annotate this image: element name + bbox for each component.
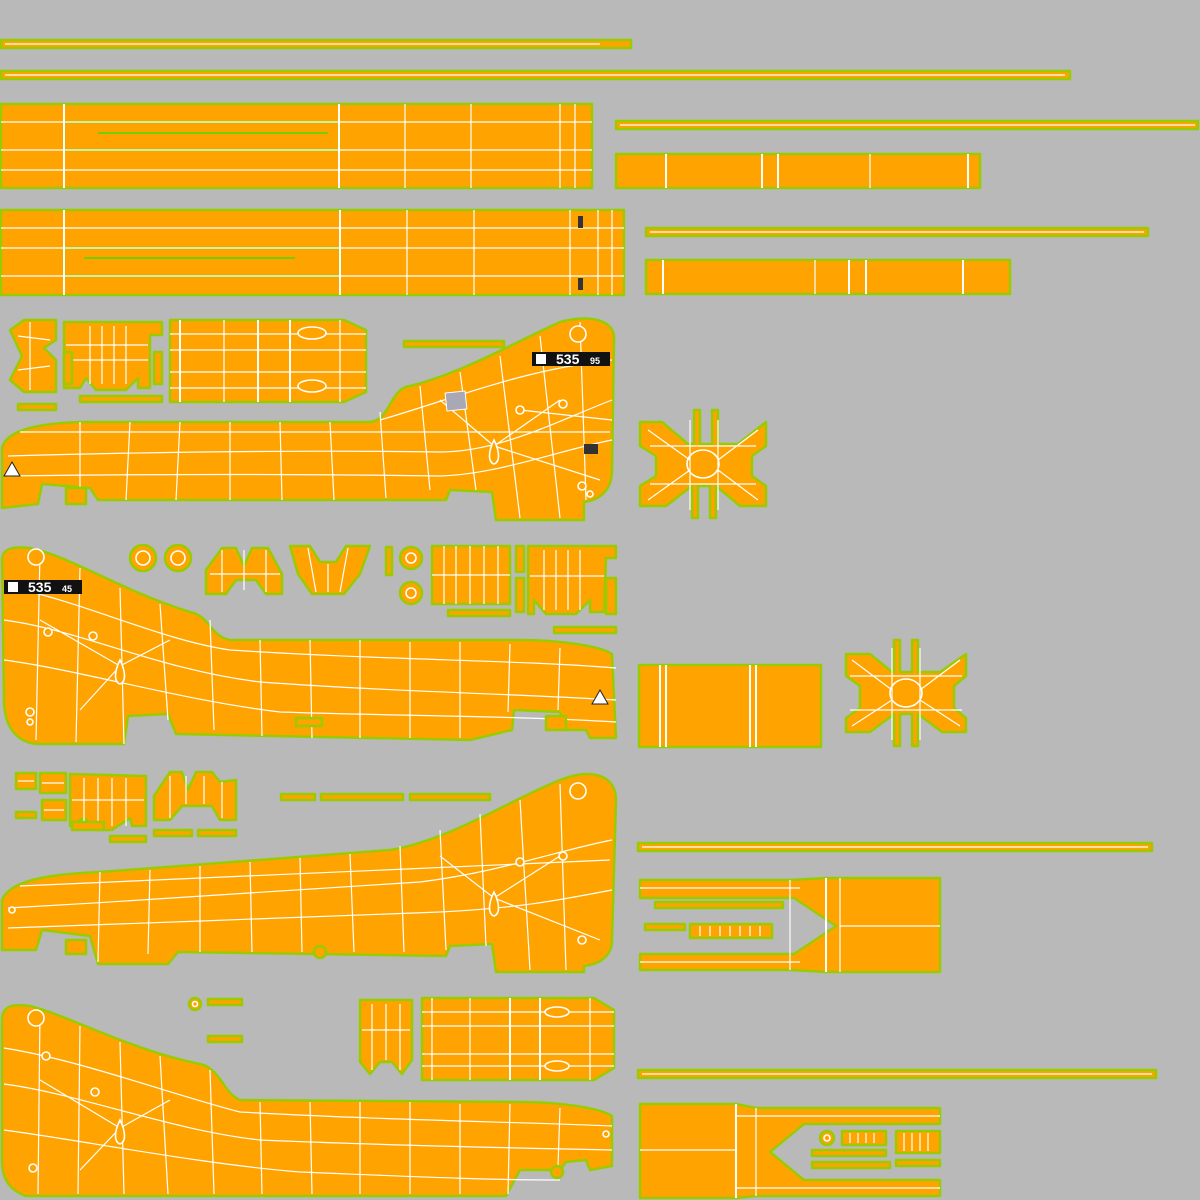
uv-decal-model-number-2: 535 45 bbox=[4, 579, 82, 595]
uv-strip-right-1 bbox=[614, 119, 1200, 131]
uv-strip-top-2 bbox=[0, 69, 1072, 81]
uv-small-part-housing-2 bbox=[526, 544, 618, 616]
uv-strip-right-3 bbox=[636, 841, 1154, 853]
uv-arm-shell-2 bbox=[0, 546, 618, 746]
uv-cross-part-1 bbox=[638, 408, 768, 520]
hole-ring-icon bbox=[549, 1164, 565, 1180]
uv-small-bar bbox=[384, 545, 394, 577]
uv-small-strip bbox=[402, 339, 506, 349]
uv-small-strip bbox=[552, 625, 618, 635]
uv-small-bar bbox=[514, 544, 526, 574]
uv-panel-square bbox=[637, 663, 823, 749]
uv-small-strip bbox=[294, 716, 324, 728]
uv-small-strip bbox=[16, 402, 58, 412]
warning-triangle-icon bbox=[3, 460, 21, 477]
uv-small-part-bracket-1 bbox=[8, 318, 58, 394]
warning-triangle-icon bbox=[591, 688, 609, 705]
model-number-text: 535 bbox=[556, 351, 580, 367]
uv-small-bar bbox=[514, 576, 526, 614]
uv-strip-top-1 bbox=[0, 38, 633, 50]
uv-arm-shell-3 bbox=[0, 772, 618, 974]
uv-small-grid-block bbox=[430, 544, 512, 606]
uv-panel-right-2 bbox=[644, 258, 1012, 296]
uv-arm-shell-1 bbox=[0, 317, 616, 522]
uv-panel-right-1 bbox=[614, 152, 982, 190]
uv-small-strip bbox=[279, 792, 317, 802]
uv-small-strip bbox=[70, 820, 106, 832]
uv-washer-pair-2 bbox=[398, 545, 424, 606]
uv-panel-mid-block-2 bbox=[420, 996, 616, 1082]
uv-strip-right-2 bbox=[644, 226, 1150, 238]
uv-small-strip bbox=[319, 792, 405, 802]
uv-small-part-saddle-1 bbox=[204, 546, 284, 596]
uv-small-strip bbox=[108, 834, 148, 844]
uv-fork-part-1 bbox=[638, 876, 942, 974]
model-number-text: 535 bbox=[28, 579, 52, 595]
uv-small-tab bbox=[544, 714, 568, 732]
uv-small-part-housing-4 bbox=[358, 998, 414, 1076]
uv-small-part-housing-1 bbox=[62, 320, 164, 392]
model-suffix-text: 95 bbox=[590, 356, 600, 366]
uv-small-part-saddle-3 bbox=[152, 770, 238, 822]
uv-small-tab bbox=[64, 938, 88, 956]
uv-fork-part-2 bbox=[638, 1102, 942, 1200]
uv-small-strip bbox=[408, 792, 492, 802]
uv-small-strip bbox=[196, 828, 238, 838]
hole-ring-icon bbox=[312, 944, 328, 960]
uv-small-bar bbox=[604, 576, 618, 616]
uv-small-tab bbox=[64, 486, 88, 506]
uv-cross-part-2 bbox=[844, 638, 968, 748]
uv-panel-large-2 bbox=[0, 208, 626, 297]
uv-panel-mid-block bbox=[168, 318, 368, 404]
uv-small-strip bbox=[152, 828, 194, 838]
uv-small-strip bbox=[78, 394, 164, 404]
uv-small-strip bbox=[446, 608, 512, 618]
model-suffix-text: 45 bbox=[62, 584, 72, 594]
uv-arm-shell-4 bbox=[0, 1003, 614, 1198]
uv-small-bar bbox=[62, 350, 74, 386]
uv-small-part-saddle-2 bbox=[288, 544, 372, 596]
uv-decal-model-number-1: 535 95 bbox=[532, 351, 610, 367]
uv-panel-large-1 bbox=[0, 102, 594, 190]
uv-small-bar bbox=[152, 350, 164, 386]
uv-strip-right-4 bbox=[636, 1068, 1158, 1080]
uv-small-parts-cluster-4 bbox=[187, 996, 244, 1044]
uv-small-parts-cluster-3 bbox=[14, 771, 68, 822]
uv-washer-pair bbox=[128, 543, 193, 573]
